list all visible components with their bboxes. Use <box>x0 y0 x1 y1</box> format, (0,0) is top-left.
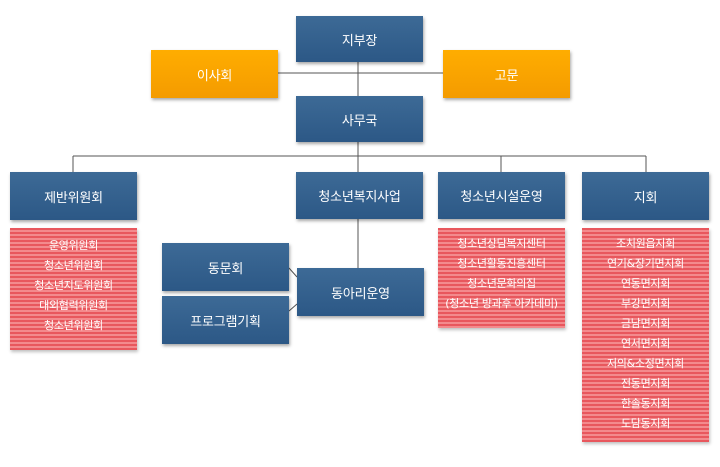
facility-label: 청소년시설운영 <box>460 190 543 205</box>
club-box: 동아리운영 <box>297 268 424 316</box>
list-item: 한솔동지회 <box>620 397 671 410</box>
program-label: 프로그램기획 <box>190 314 261 330</box>
head-box: 지부장 <box>296 16 423 62</box>
list-item: 청소년위원회 <box>44 319 103 332</box>
office-label: 사무국 <box>341 113 378 129</box>
advisor-box: 고문 <box>443 50 570 98</box>
board-label: 이사회 <box>196 68 233 84</box>
list-item: 연서면지회 <box>620 337 671 350</box>
list-item: 청소년상담복지센터 <box>457 237 546 250</box>
committees-list: 운영위원회 청소년위원회 청소년지도위원회 대외협력위원회 청소년위원회 <box>10 228 137 350</box>
list-item: 연기&장기면지회 <box>606 257 685 270</box>
list-item: 연동면지회 <box>620 277 671 290</box>
club-label: 동아리운영 <box>331 286 390 302</box>
head-label: 지부장 <box>341 33 378 49</box>
alumni-label: 동문회 <box>207 261 244 277</box>
welfare-label: 청소년복지사업 <box>318 190 401 205</box>
list-item: 전동면지회 <box>620 377 671 390</box>
list-item: 청소년지도위원회 <box>34 279 113 292</box>
connector-alumni-club <box>288 267 298 278</box>
advisor-label: 고문 <box>494 68 519 84</box>
welfare-box: 청소년복지사업 <box>296 172 423 219</box>
committees-label: 제반위원회 <box>44 190 103 206</box>
office-box: 사무국 <box>296 96 423 142</box>
list-item: 운영위원회 <box>48 239 99 252</box>
list-item: 청소년활동진흥센터 <box>457 257 546 270</box>
branch-label: 지회 <box>633 190 658 206</box>
list-item: 조치원읍지회 <box>616 237 675 250</box>
facility-box: 청소년시설운영 <box>438 172 565 219</box>
list-item: 청소년문화의집 <box>467 277 536 290</box>
list-item: 도담동지회 <box>620 417 671 430</box>
list-item: 대외협력위원회 <box>39 299 108 312</box>
board-box: 이사회 <box>151 50 278 98</box>
committees-box: 제반위원회 <box>10 172 137 220</box>
list-item: 금남면지회 <box>620 317 671 330</box>
program-box: 프로그램기획 <box>162 296 289 344</box>
list-item: 청소년위원회 <box>44 259 103 272</box>
branch-list: 조치원읍지회 연기&장기면지회 연동면지회 부강면지회 금남면지회 연서면지회 … <box>582 228 709 442</box>
list-item: 저의&소정면지회 <box>606 357 685 370</box>
list-item: (청소년 방과후 아카데미) <box>445 297 558 310</box>
connector-program-club <box>288 303 298 312</box>
branch-box: 지회 <box>582 172 709 220</box>
alumni-box: 동문회 <box>162 243 289 291</box>
list-item: 부강면지회 <box>620 297 671 310</box>
facility-list: 청소년상담복지센터 청소년활동진흥센터 청소년문화의집 (청소년 방과후 아카데… <box>438 228 565 328</box>
